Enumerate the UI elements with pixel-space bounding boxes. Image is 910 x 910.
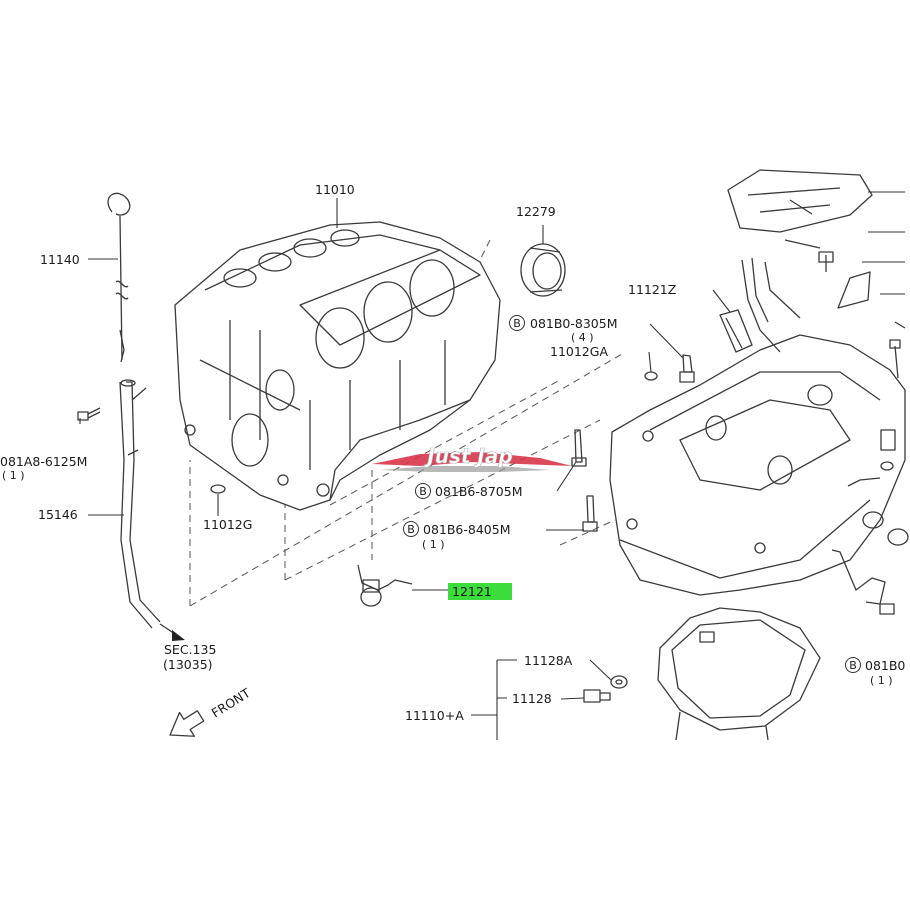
o-ring-11012ga <box>644 371 658 381</box>
label-12121: 12121 <box>452 584 492 599</box>
bolt-081b6-8405m <box>582 495 598 532</box>
svg-text:B: B <box>513 317 521 330</box>
assembly-dashed-lines <box>189 239 623 607</box>
front-direction-arrow <box>169 710 205 737</box>
svg-text:B: B <box>407 523 415 536</box>
lower-oil-pan <box>657 607 821 741</box>
o-ring-11012g <box>210 484 226 494</box>
drain-washer-11128a <box>610 675 628 689</box>
svg-text:B: B <box>849 659 857 672</box>
oil-dipstick <box>107 192 131 363</box>
bolt-081b6-8705m <box>571 429 587 467</box>
qty-081b6-8405m: ( 1 ) <box>422 538 445 551</box>
label-11012g: 11012G <box>203 517 252 532</box>
part-highlight <box>448 583 512 600</box>
oil-level-sensor <box>831 549 895 615</box>
label-081b0-partial: 081B0 <box>865 658 905 673</box>
drain-plug-11128 <box>583 689 611 703</box>
label-11110a: 11110+A <box>405 708 464 723</box>
oil-strainer-and-pipes <box>741 239 906 487</box>
bolt-marker-081b6-8705m: B <box>415 483 431 499</box>
dipstick-guide-tube <box>119 379 185 641</box>
o-rings-right <box>862 511 909 546</box>
oil-seal <box>520 243 566 297</box>
label-11121z: 11121Z <box>628 282 676 297</box>
label-sec135-ref: (13035) <box>163 657 213 672</box>
cylinder-block <box>174 221 501 511</box>
bolt-marker-081b6-8405m: B <box>403 521 419 537</box>
label-081a8-6125m: 081A8-6125M <box>0 454 87 469</box>
bolt-marker-081b0-partial: B <box>845 657 861 673</box>
label-sec135: SEC.135 <box>164 642 216 657</box>
label-11140: 11140 <box>40 252 80 267</box>
leader-lines <box>79 191 905 740</box>
crank-sensor-12121 <box>357 564 413 607</box>
qty-081b0-partial: ( 1 ) <box>870 674 893 687</box>
label-12279: 12279 <box>516 204 556 219</box>
qty-081b0-8305m: ( 4 ) <box>571 331 594 344</box>
label-11128: 11128 <box>512 691 552 706</box>
label-081b6-8705m: 081B6-8705M <box>435 484 523 499</box>
label-11128a: 11128A <box>524 653 573 668</box>
qty-081a8-6125m: ( 1 ) <box>2 469 25 482</box>
svg-text:B: B <box>419 485 427 498</box>
upper-oil-pan <box>609 334 906 596</box>
bolt-081b0-8305m <box>679 354 695 383</box>
bolt-081a8 <box>77 407 101 421</box>
label-11010: 11010 <box>315 182 355 197</box>
label-front: FRONT <box>209 685 253 721</box>
watermark-text: Just Jap <box>423 444 512 468</box>
baffle-plate <box>727 169 873 233</box>
label-081b0-8305m: 081B0-8305M <box>530 316 618 331</box>
label-15146: 15146 <box>38 507 78 522</box>
label-081b6-8405m: 081B6-8405M <box>423 522 511 537</box>
label-11012ga: 11012GA <box>550 344 608 359</box>
watermark-logo: Just Jap <box>372 444 572 472</box>
bolt-marker-081b0-8305m: B <box>509 315 525 331</box>
filter-11121z <box>719 309 753 353</box>
